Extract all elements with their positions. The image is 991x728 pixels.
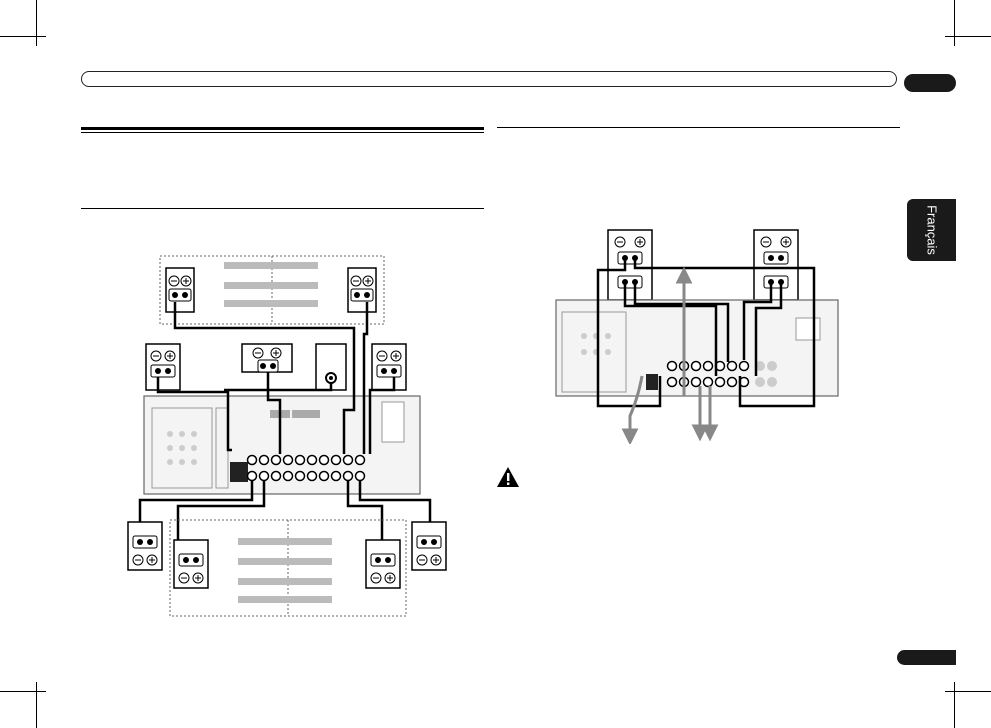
section-heading-rule-thin [81,132,484,133]
crop-mark-icon [0,36,46,37]
arrow-icon [621,266,719,444]
speaker-terminal-icon [607,229,653,301]
label-bar [224,282,318,289]
receiver-rear-panel [555,299,839,397]
label-bar [238,558,332,565]
speaker-connection-diagram-right [555,229,839,444]
label-bar [224,262,318,269]
crop-mark-icon [36,682,37,728]
receiver-rear-panel [143,395,421,495]
speaker-connection-diagram-left [127,255,447,617]
crop-mark-icon [36,0,37,46]
warning-triangle-icon [497,467,519,487]
section-heading-rule-thick [81,127,484,130]
language-tab: Français [907,199,956,261]
speaker-terminal-icon [371,343,407,391]
speaker-terminal-icon [173,539,209,589]
crop-mark-icon [954,682,955,728]
subwoofer-jack-icon [315,343,347,391]
chapter-tab [904,74,956,92]
speaker-terminal-icon [165,267,195,313]
speaker-terminal-icon [365,539,401,589]
crop-mark-icon [945,36,991,37]
label-bar [224,300,318,307]
page-number-tab [897,650,956,665]
speaker-terminal-icon [241,343,293,373]
label-bar [238,578,332,585]
label-bar [238,596,332,603]
speaker-terminal-icon [347,267,377,313]
crop-mark-icon [954,0,955,46]
speaker-terminal-icon [753,229,799,301]
speaker-terminal-icon [145,343,181,391]
subsection-rule-left [81,208,484,209]
speaker-terminal-icon [411,521,447,571]
label-bar [238,538,332,545]
header-bar [81,71,897,87]
section-rule-right [497,127,900,128]
crop-mark-icon [0,691,46,692]
speaker-terminal-icon [127,521,163,571]
language-tab-label: Français [924,205,939,255]
crop-mark-icon [945,691,991,692]
